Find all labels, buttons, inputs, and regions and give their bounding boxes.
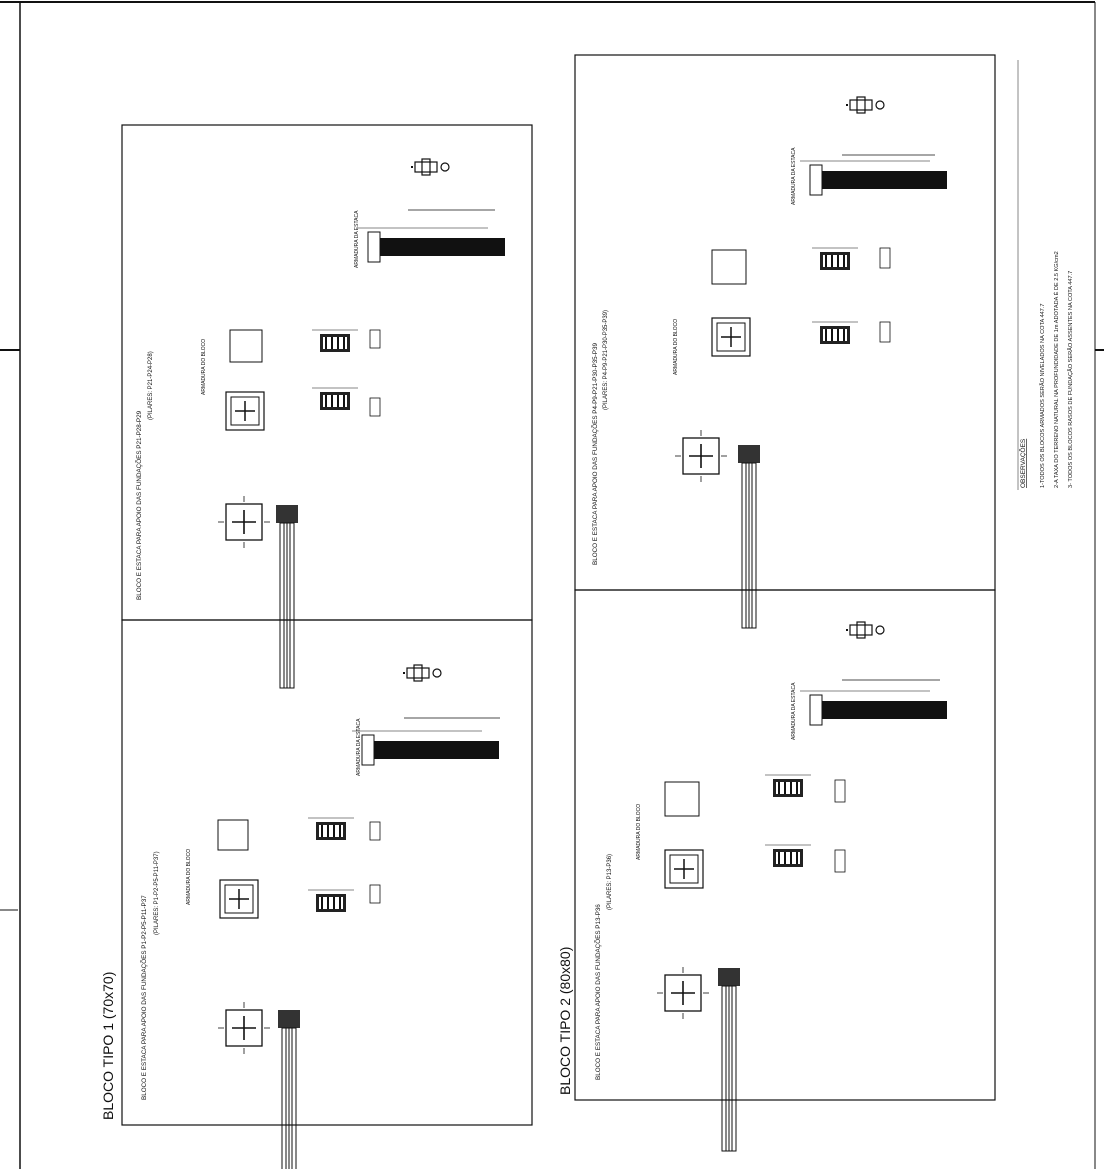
pile-label-lower-left: ARMADURA DA ESTACA xyxy=(356,718,362,776)
panel-subheading-upper-left: (PILARES: P21-P24-P28) xyxy=(148,351,154,420)
reinforcement-label-upper-left: ARMADURA DO BLOCO xyxy=(201,339,207,395)
panel-heading-upper-left: BLOCO E ESTACA PARA APOIO DAS FUNDAÇÕES … xyxy=(134,410,143,600)
notes-block: OBSERVAÇÕES 1-TODOS OS BLOCOS ARMADOS SE… xyxy=(1017,60,1074,490)
notes-item-3: 3- TODOS OS BLOCOS RASOS DE FUNDAÇÃO SER… xyxy=(1067,271,1074,488)
notes-title: OBSERVAÇÕES xyxy=(1018,438,1027,488)
reinforcement-label-upper-right: ARMADURA DO BLOCO xyxy=(673,319,679,375)
panel-subheading-lower-right: (PILARES: P13-P36) xyxy=(607,854,613,910)
pile-label-lower-right: ARMADURA DA ESTACA xyxy=(791,682,797,740)
detail-lower-right xyxy=(656,621,948,1152)
detail-lower-left xyxy=(217,664,500,1169)
panel-subheading-lower-left: (PILARES: P1-P2-P5-P11-P37) xyxy=(154,851,160,935)
panel-heading-lower-right: BLOCO E ESTACA PARA APOIO DAS FUNDAÇÕES … xyxy=(593,904,602,1080)
notes-item-1: 1-TODOS OS BLOCOS ARMADOS SERÃO NIVELADO… xyxy=(1039,304,1046,488)
notes-item-2: 2-A TAXA DO TERRENO NATURAL NA PROFUNDID… xyxy=(1053,251,1060,488)
detail-upper-left xyxy=(217,158,506,689)
reinforcement-label-lower-right: ARMADURA DO BLOCO xyxy=(636,804,642,860)
title-bloco-tipo-1: BLOCO TIPO 1 (70x70) xyxy=(100,972,116,1120)
pile-label-upper-right: ARMADURA DA ESTACA xyxy=(791,147,797,205)
panel-subheading-upper-right: (PILARES: P4-P9-P21-P30-P35-P39) xyxy=(603,310,609,410)
panel-heading-upper-right: BLOCO E ESTACA PARA APOIO DAS FUNDAÇÕES … xyxy=(590,343,599,565)
title-bloco-tipo-2: BLOCO TIPO 2 (80x80) xyxy=(557,947,573,1095)
panel-borders xyxy=(121,54,996,1126)
pile-label-upper-left: ARMADURA DA ESTACA xyxy=(354,210,360,268)
reinforcement-label-lower-left: ARMADURA DO BLOCO xyxy=(186,849,192,905)
detail-upper-right xyxy=(674,96,948,629)
panel-heading-lower-left: BLOCO E ESTACA PARA APOIO DAS FUNDAÇÕES … xyxy=(139,895,148,1100)
